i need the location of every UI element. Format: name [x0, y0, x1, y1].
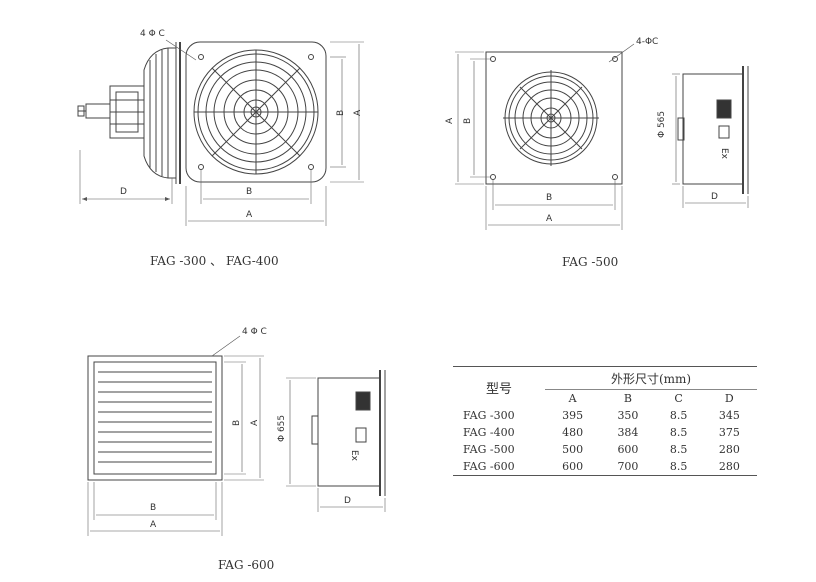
phi-655-label: Φ 655	[277, 415, 287, 442]
ex-mark-fag600: Ex	[349, 450, 359, 462]
table-row: FAG -500 500 600 8.5 280	[453, 441, 757, 458]
row-model: FAG -300	[463, 409, 515, 422]
row-d: 280	[718, 443, 740, 456]
dim-d-fag300: D	[120, 187, 127, 197]
row-c: 8.5	[669, 409, 688, 422]
fag300-front-view	[185, 41, 364, 226]
row-model: FAG -400	[463, 426, 515, 439]
col-header-b: B	[623, 392, 632, 405]
row-c: 8.5	[655, 458, 702, 476]
row-a: 395	[562, 409, 584, 422]
louver-slats	[98, 371, 212, 463]
caption-fag600: FAG -600	[218, 558, 275, 572]
dim-b-fag300-v: B	[336, 110, 346, 116]
dim-a-fag300-v: A	[353, 109, 363, 116]
caption-fag300-400: FAG -300 、 FAG-400	[150, 254, 279, 268]
table-row: FAG -400 480 384 8.5 375	[453, 424, 757, 441]
fag600-front-view	[87, 335, 264, 536]
dim-a-fag600-v: A	[250, 419, 260, 426]
row-a: 480	[562, 426, 584, 439]
fag500-side-view	[672, 66, 749, 208]
fag500-front-view	[455, 43, 635, 230]
col-header-c: C	[674, 392, 683, 405]
caption-fag500: FAG -500	[562, 255, 619, 269]
row-d: 375	[718, 426, 740, 439]
dimension-table: 型号 外形尺寸(mm) A B C D FAG -300 395 350 8.5…	[453, 366, 757, 476]
table-row: FAG -600 600 700 8.5 280	[453, 458, 757, 476]
row-model: FAG -600	[453, 458, 545, 476]
dim-b-fag300-h: B	[246, 187, 252, 197]
dim-a-fag500-h: A	[546, 214, 553, 224]
table-row: FAG -300 395 350 8.5 345	[453, 407, 757, 424]
row-b: 384	[617, 426, 639, 439]
row-b: 350	[617, 409, 639, 422]
row-d: 280	[701, 458, 757, 476]
row-a: 600	[545, 458, 601, 476]
dim-a-fag300-h: A	[246, 210, 253, 220]
fag600-side-view	[286, 370, 386, 512]
dim-a-fag500-v: A	[445, 117, 455, 124]
row-c: 8.5	[669, 443, 688, 456]
hole-callout-fag600: 4 Φ C	[242, 327, 267, 337]
dim-d-fag500: D	[711, 192, 718, 202]
row-c: 8.5	[669, 426, 688, 439]
phi-565-label: Φ 565	[657, 111, 667, 138]
dim-b-fag500-h: B	[546, 193, 552, 203]
col-header-a: A	[568, 392, 577, 405]
row-b: 700	[600, 458, 656, 476]
row-d: 345	[718, 409, 740, 422]
hole-callout-fag300: 4 Φ C	[140, 29, 165, 39]
row-a: 500	[562, 443, 584, 456]
dim-b-fag600-h: B	[150, 503, 156, 513]
dim-b-fag500-v: B	[463, 118, 473, 124]
col-header-d: D	[724, 392, 734, 405]
ex-mark-fag500: Ex	[719, 148, 729, 160]
fag300-side-view	[77, 39, 197, 204]
dim-a-fag600-h: A	[150, 520, 157, 530]
model-header: 型号	[453, 366, 545, 407]
dimensions-header: 外形尺寸(mm)	[545, 366, 757, 390]
dim-b-fag600-v: B	[232, 420, 242, 426]
row-b: 600	[617, 443, 639, 456]
dim-d-fag600: D	[344, 496, 351, 506]
hole-callout-fag500: 4-ΦC	[636, 37, 658, 47]
row-model: FAG -500	[463, 443, 515, 456]
